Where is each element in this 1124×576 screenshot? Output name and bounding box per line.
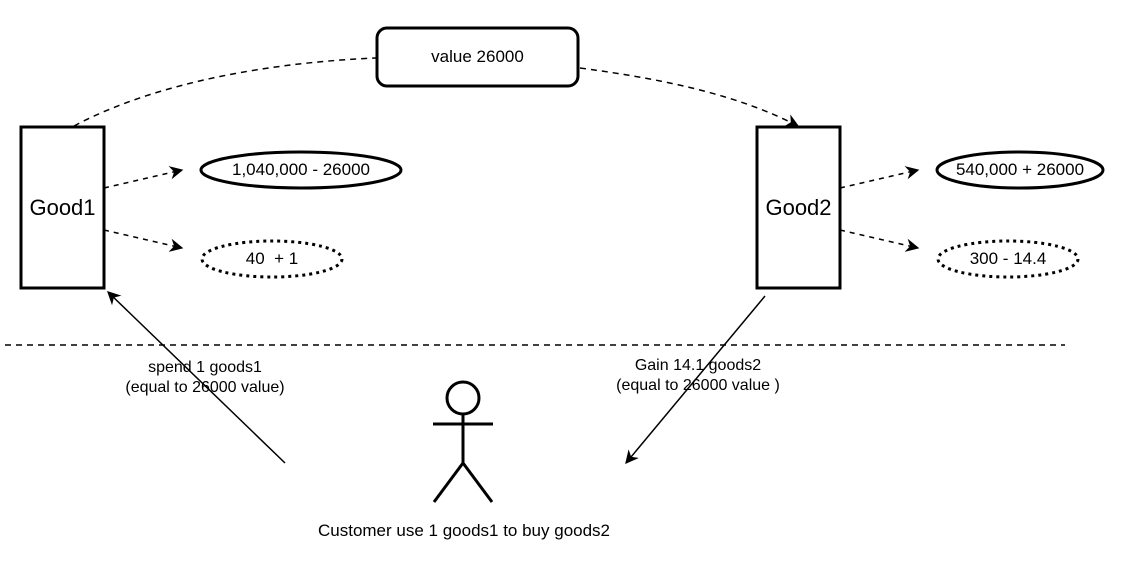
spend-label-line2: (equal to 26000 value)	[125, 379, 285, 396]
good1-amount-ellipse	[199, 150, 403, 190]
good2-count-text: 300 - 14.4	[969, 249, 1047, 268]
good1-count-ellipse	[200, 239, 344, 279]
value-box	[375, 26, 580, 88]
good2-box	[755, 125, 842, 290]
arrow-good2-to-amount	[839, 166, 920, 189]
customer-caption: Customer use 1 goods1 to buy goods2	[317, 521, 611, 540]
good2-amount-text: 540,000 + 26000	[955, 160, 1085, 179]
good1-amount-text: 1,040,000 - 26000	[231, 160, 370, 179]
arrow-good2-to-customer	[625, 295, 766, 465]
spend-label-line1: spend 1 goods1	[148, 359, 262, 376]
gain-label: Gain 14.1 goods2 (equal to 26000 value )	[580, 356, 816, 396]
curve-value-to-good2-arrow	[579, 67, 800, 127]
customer-figure-icon	[432, 380, 494, 503]
good1-label: Good1	[29, 194, 96, 220]
gain-label-line2: (equal to 26000 value )	[616, 377, 780, 394]
good1-count-text: 40 + 1	[245, 249, 299, 268]
arrow-good1-to-amount	[103, 166, 184, 189]
good2-label: Good2	[765, 194, 832, 220]
curve-good1-to-value	[73, 57, 377, 127]
spend-label: spend 1 goods1 (equal to 26000 value)	[90, 358, 320, 398]
value-box-label: value 26000	[431, 47, 524, 66]
good2-amount-ellipse	[935, 150, 1105, 190]
good2-count-ellipse	[936, 239, 1080, 279]
arrow-customer-to-good1	[107, 291, 286, 464]
good1-box	[19, 125, 106, 290]
arrow-good2-to-count	[839, 229, 920, 252]
gain-label-line1: Gain 14.1 goods2	[634, 357, 762, 374]
arrow-good1-to-count	[103, 229, 184, 252]
